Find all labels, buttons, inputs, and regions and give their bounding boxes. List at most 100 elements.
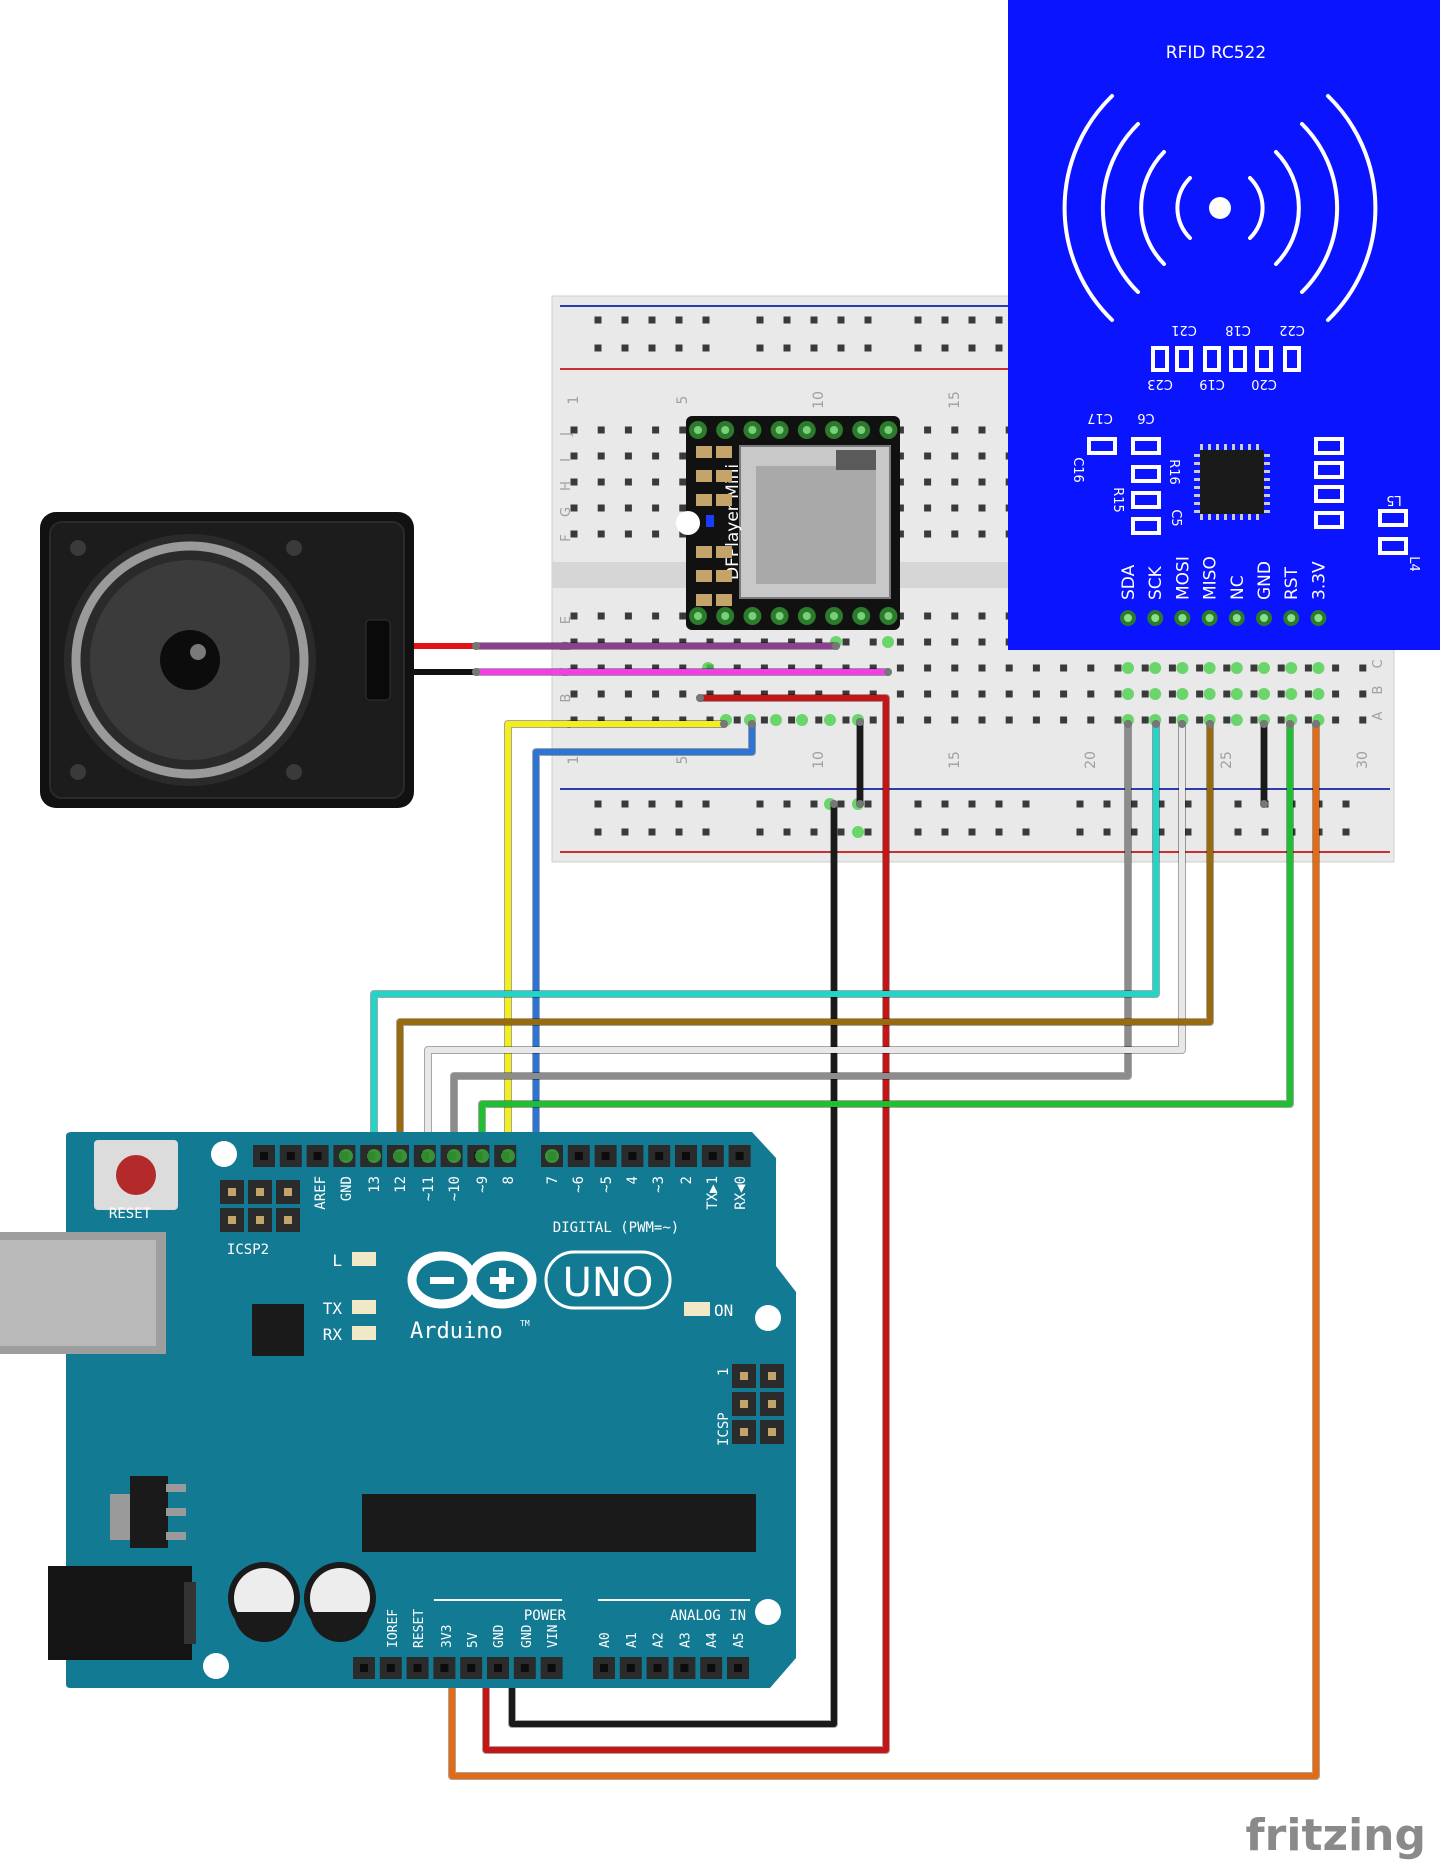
breadboard-hole <box>652 716 660 724</box>
dfplayer-pin-center <box>884 426 893 434</box>
breadboard-hole <box>951 664 959 672</box>
breadboard-hole <box>896 638 904 646</box>
dfplayer-pin-center <box>775 612 784 620</box>
power-rail-hole <box>810 800 818 808</box>
analog-pin-label: A2 <box>652 1632 667 1648</box>
breadboard-hole <box>1304 664 1312 672</box>
arduino-mount-hole <box>203 1653 229 1679</box>
rfid-smd-pad <box>1091 441 1113 451</box>
chip-pin <box>1232 444 1235 450</box>
analog-header-pin-hole <box>600 1664 608 1672</box>
power-rail-hole <box>594 316 602 324</box>
breadboard-hole <box>896 426 904 434</box>
breadboard-hole <box>924 452 932 460</box>
speaker-mount-hole <box>70 540 86 556</box>
power-rail-hole <box>675 344 683 352</box>
breadboard-hole <box>896 690 904 698</box>
breadboard-hole <box>597 530 605 538</box>
breadboard-hole <box>924 530 932 538</box>
dfplayer-notch <box>676 511 700 535</box>
row-label-left: I <box>559 458 574 462</box>
breadboard-hole <box>924 664 932 672</box>
power-rail-hole <box>914 800 922 808</box>
row-label-right: A <box>1371 711 1386 720</box>
dfplayer-led <box>706 515 714 527</box>
arduino-brand: Arduino <box>410 1319 503 1344</box>
icsp-pin1-label: 1 <box>716 1368 732 1376</box>
led-tx-label: TX <box>323 1299 343 1318</box>
connected-hole <box>1230 688 1243 700</box>
rfid-smd-pad <box>1318 465 1340 475</box>
breadboard-hole <box>978 716 986 724</box>
power-rail-hole <box>914 316 922 324</box>
chip-pin <box>1264 486 1270 489</box>
analog-pin-label: A3 <box>678 1632 693 1648</box>
breadboard-hole <box>597 478 605 486</box>
wire-gnd-black <box>509 801 837 1727</box>
chip-pin <box>1264 494 1270 497</box>
connected-hole <box>1149 662 1162 674</box>
icsp-pin-pad <box>740 1400 748 1408</box>
wire-yellow-tx-end <box>720 720 728 728</box>
breadboard-hole <box>1060 716 1068 724</box>
wire-mosi-white <box>425 721 1185 1159</box>
dfplayer-pin-center <box>830 426 838 434</box>
breadboard-hole <box>570 530 578 538</box>
power-rail-hole <box>756 828 764 836</box>
icsp-pin-pad <box>768 1400 776 1408</box>
wire-3v3-orange-end <box>1312 720 1320 728</box>
wire-3v3-orange <box>449 721 1319 1779</box>
digital-header <box>253 1145 751 1675</box>
breadboard-hole <box>624 612 632 620</box>
column-number-bottom: 1 <box>566 756 582 765</box>
breadboard-hole <box>652 664 660 672</box>
usb-controller-chip <box>252 1304 304 1356</box>
breadboard-hole <box>842 638 850 646</box>
breadboard-hole <box>597 504 605 512</box>
breadboard-hole <box>1223 716 1231 724</box>
dfplayer-resistor <box>696 594 712 606</box>
breadboard-hole <box>1060 690 1068 698</box>
connected-hole <box>1285 662 1298 674</box>
connected-pin <box>475 1149 489 1163</box>
power-rail-hole <box>810 344 818 352</box>
column-number-top: 5 <box>675 396 691 405</box>
rfid-pin-center <box>1151 614 1160 622</box>
dfplayer-mini[interactable]: DFPlayer Mini <box>676 416 900 630</box>
breadboard-hole <box>842 716 850 724</box>
power-header-pin-hole <box>413 1664 422 1672</box>
digital-pin-label: 4 <box>625 1176 641 1184</box>
breadboard-hole <box>1087 664 1095 672</box>
connected-hole <box>1149 688 1162 700</box>
column-number-bottom: 10 <box>811 751 827 769</box>
breadboard-hole <box>679 478 687 486</box>
breadboard-hole <box>1168 664 1176 672</box>
breadboard-hole <box>1332 664 1340 672</box>
connected-hole <box>770 714 782 726</box>
breadboard-hole <box>1114 716 1122 724</box>
connected-hole <box>1312 688 1325 700</box>
rfid-pin-label-sda: SDA <box>1119 564 1139 600</box>
breadboard-hole <box>624 478 632 486</box>
dfplayer-pin-center <box>721 612 730 620</box>
rfid-pin-center <box>1287 614 1296 622</box>
breadboard-hole <box>597 452 605 460</box>
chip-pin <box>1194 478 1200 481</box>
dfplayer-pin-center <box>694 426 702 434</box>
breadboard-hole <box>652 612 660 620</box>
wire-blue-rx-end <box>748 720 756 728</box>
breadboard-hole <box>1114 690 1122 698</box>
reset-button-cap[interactable] <box>116 1155 156 1195</box>
rfid-pin-label-nc: NC <box>1228 575 1248 600</box>
wire-rfid-gnd-jumper-end <box>1260 720 1268 728</box>
dfplayer-resistor <box>716 570 732 582</box>
arduino-mount-hole <box>211 1141 237 1167</box>
speaker[interactable] <box>40 512 414 808</box>
breadboard-hole <box>1032 664 1040 672</box>
breadboard-hole <box>624 664 632 672</box>
breadboard-hole <box>1005 716 1013 724</box>
breadboard-hole <box>896 612 904 620</box>
breadboard-hole <box>1032 716 1040 724</box>
